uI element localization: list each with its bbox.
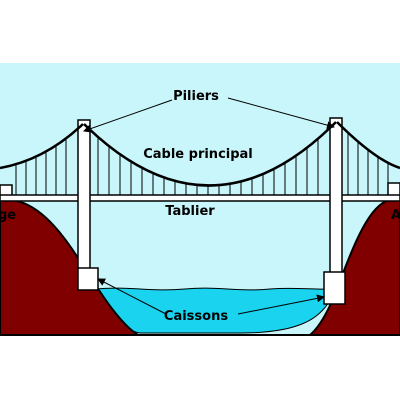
main-cable-center [83, 121, 337, 187]
left-caisson [77, 267, 99, 291]
arrow-towers-right [227, 97, 335, 130]
deck [0, 194, 400, 202]
right-tower [329, 117, 343, 275]
right-caisson [323, 271, 346, 305]
arrow-caissons-left [97, 278, 167, 315]
label-deck: Tablier [165, 204, 215, 219]
arrow-towers-left [83, 99, 173, 133]
label-left-anchorage: ge [0, 208, 16, 223]
label-caissons: Caissons [164, 309, 228, 324]
main-cable-right-side [336, 121, 400, 170]
suspender-cables [15, 132, 389, 195]
left-tower [77, 119, 91, 273]
label-main-cable: Cable principal [143, 147, 253, 162]
label-towers: Piliers [173, 89, 219, 104]
label-right-anchorage: A [391, 208, 400, 223]
water [94, 287, 331, 334]
main-cable-left-side [0, 123, 84, 170]
arrow-caissons-right [237, 294, 325, 315]
right-abutment [387, 182, 400, 197]
